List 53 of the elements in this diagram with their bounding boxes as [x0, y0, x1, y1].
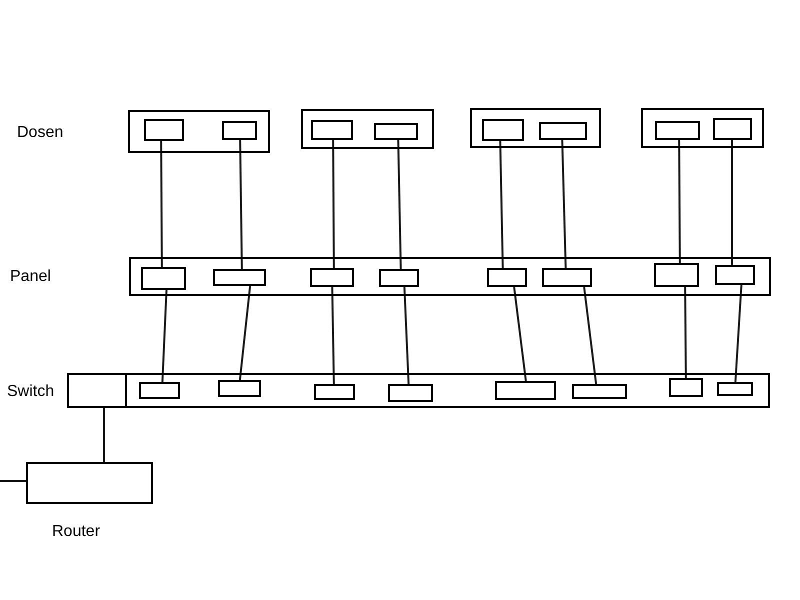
- cable-line: [499, 140, 504, 268]
- row-label: Dosen: [17, 124, 64, 142]
- wall-outlet-plate: [128, 110, 270, 153]
- device-label: Router: [52, 523, 100, 541]
- row-label: Panel: [10, 268, 51, 286]
- panel-port: [542, 268, 592, 287]
- outlet-port: [311, 120, 353, 140]
- outlet-port: [713, 118, 752, 140]
- switch-bar: [67, 373, 770, 408]
- device-label: Switch: [7, 383, 54, 401]
- switch-port: [139, 382, 180, 399]
- cable-line: [513, 286, 527, 382]
- cable-line: [583, 286, 598, 384]
- cable-line: [239, 140, 243, 270]
- cable-line: [397, 140, 402, 270]
- patch-panel-bar: [129, 257, 771, 296]
- panel-port: [141, 267, 186, 290]
- cable-line: [161, 290, 168, 382]
- wall-outlet-plate: [641, 108, 764, 148]
- switch-port: [669, 378, 703, 397]
- cable-line: [561, 140, 567, 268]
- cable-line: [731, 140, 733, 265]
- wall-outlet-plate: [470, 108, 601, 148]
- cable-line: [331, 286, 335, 384]
- outlet-port: [539, 122, 587, 140]
- panel-port: [213, 269, 266, 286]
- switch-port: [314, 384, 355, 400]
- switch-port: [572, 384, 627, 399]
- outlet-port: [144, 119, 184, 141]
- panel-port: [654, 263, 699, 287]
- cable-line: [238, 286, 252, 380]
- outlet-port: [655, 121, 700, 140]
- wall-outlet-plate: [301, 109, 434, 149]
- switch-port: [388, 384, 433, 402]
- panel-port: [379, 269, 419, 287]
- cable-line: [103, 408, 105, 462]
- panel-port: [715, 265, 755, 285]
- outlet-port: [482, 119, 524, 141]
- cable-line: [403, 286, 410, 384]
- panel-port: [310, 268, 354, 287]
- outlet-port: [374, 123, 418, 140]
- switch-port: [218, 380, 261, 397]
- router-box: [26, 462, 153, 504]
- cable-line: [684, 286, 687, 378]
- outlet-port: [222, 121, 257, 140]
- cable-line: [0, 480, 26, 482]
- panel-port: [487, 268, 527, 287]
- cable-line: [332, 140, 335, 268]
- cable-line: [734, 284, 742, 382]
- switch-port: [495, 381, 556, 400]
- switch-port: [717, 382, 753, 396]
- cable-line: [678, 140, 681, 263]
- cable-line: [160, 141, 163, 267]
